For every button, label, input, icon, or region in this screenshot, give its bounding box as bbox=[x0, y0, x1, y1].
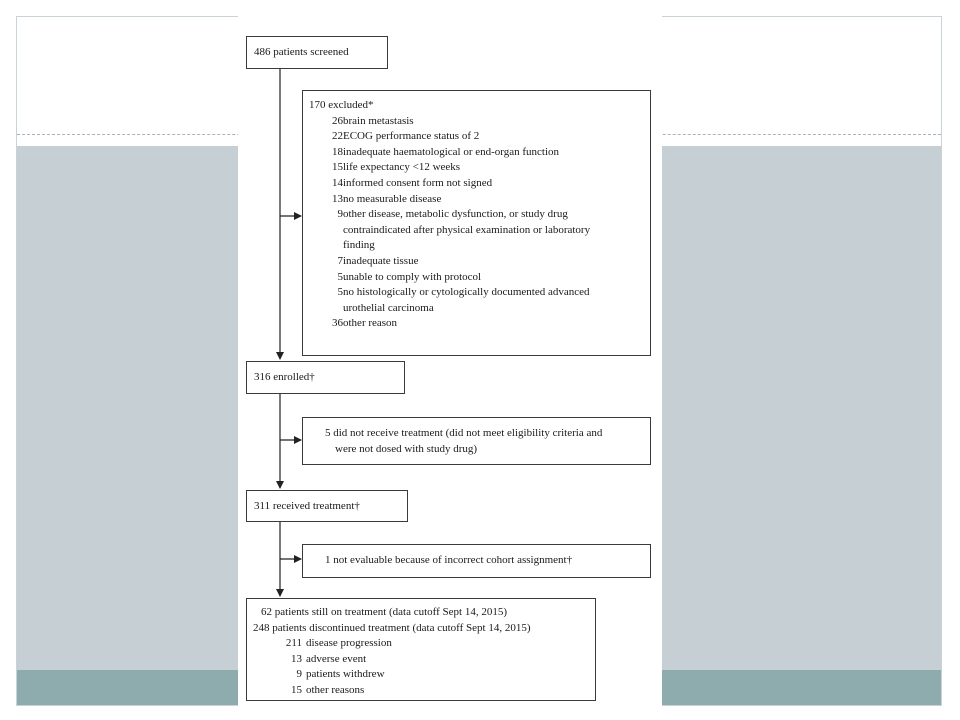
outcome-box: 62 patients still on treatment (data cut… bbox=[246, 598, 596, 701]
enrolled-count: 316 enrolled† bbox=[254, 371, 315, 383]
excluded-reason-text: brain metastasis bbox=[343, 114, 414, 127]
not-treated-line-2: were not dosed with study drug) bbox=[335, 442, 478, 455]
excluded-reason-count: 9 bbox=[337, 208, 344, 221]
consort-flowchart: 486 patients screened 170 excluded* 26br… bbox=[238, 16, 662, 706]
not-evaluable-text: 1 not evaluable because of incorrect coh… bbox=[325, 554, 573, 566]
discontinued-treatment: 248 patients discontinued treatment (dat… bbox=[253, 621, 531, 634]
excluded-reason-count: 7 bbox=[337, 254, 344, 267]
discontinuation-reason-item: 211 disease progression bbox=[253, 636, 589, 652]
excluded-reason-item: 15life expectancy <12 weeks bbox=[309, 160, 644, 176]
excluded-reason-item: 18inadequate haematological or end-organ… bbox=[309, 145, 644, 161]
excluded-reason-item: 14informed consent form not signed bbox=[309, 176, 644, 192]
excluded-reason-text: life expectancy <12 weeks bbox=[343, 161, 461, 174]
discontinuation-reason-count: 13 bbox=[291, 652, 302, 665]
not-evaluable-box: 1 not evaluable because of incorrect coh… bbox=[302, 544, 651, 578]
excluded-reason-count: 5 bbox=[337, 286, 344, 299]
not-treated-box: 5 did not receive treatment (did not mee… bbox=[302, 417, 651, 465]
discontinuation-reason-count: 9 bbox=[296, 668, 303, 681]
excluded-reason-text: inadequate tissue bbox=[343, 254, 419, 267]
excluded-reason-text: no histologically or cytologically docum… bbox=[343, 286, 590, 299]
excluded-reason-count: 14 bbox=[332, 176, 343, 189]
discontinuation-reason-text: other reasons bbox=[306, 683, 365, 696]
excluded-reason-item: 13no measurable disease bbox=[309, 192, 644, 208]
excluded-reason-text: ECOG performance status of 2 bbox=[343, 130, 480, 143]
flowchart-connectors bbox=[276, 69, 302, 597]
received-box: 311 received treatment† bbox=[246, 490, 408, 522]
excluded-reason-item: 7inadequate tissue bbox=[309, 254, 644, 270]
discontinuation-reason-text: patients withdrew bbox=[306, 668, 385, 681]
discontinuation-reason-item: 15 other reasons bbox=[253, 683, 589, 699]
excluded-reason-text: informed consent form not signed bbox=[343, 176, 493, 189]
excluded-reason-count: 18 bbox=[332, 145, 343, 158]
excluded-reason-item: 9other disease, metabolic dysfunction, o… bbox=[309, 207, 644, 223]
excluded-reason-item: 5unable to comply with protocol bbox=[309, 270, 644, 286]
excluded-reason-text: no measurable disease bbox=[343, 192, 442, 205]
received-count: 311 received treatment† bbox=[254, 500, 360, 512]
excluded-reason-continuation: finding bbox=[343, 239, 375, 252]
excluded-reason-count: 22 bbox=[332, 130, 343, 143]
screened-count: 486 patients screened bbox=[254, 46, 349, 58]
excluded-reason-count: 36 bbox=[332, 317, 343, 330]
excluded-reason-text: other reason bbox=[343, 317, 398, 330]
excluded-reason-text: unable to comply with protocol bbox=[343, 270, 482, 283]
excluded-reason-continuation: urothelial carcinoma bbox=[343, 301, 434, 314]
excluded-reason-item: 26brain metastasis bbox=[309, 114, 644, 130]
discontinuation-reason-item: 13 adverse event bbox=[253, 652, 589, 668]
excluded-reason-continuation: contraindicated after physical examinati… bbox=[343, 223, 591, 236]
excluded-reason-count: 13 bbox=[332, 192, 343, 205]
discontinuation-reason-text: disease progression bbox=[306, 637, 392, 650]
screened-box: 486 patients screened bbox=[246, 36, 388, 69]
discontinuation-reason-text: adverse event bbox=[306, 652, 367, 665]
excluded-reason-item: 22ECOG performance status of 2 bbox=[309, 129, 644, 145]
excluded-reason-item: 5no histologically or cytologically docu… bbox=[309, 285, 644, 301]
excluded-reason-count: 15 bbox=[332, 161, 343, 174]
excluded-reason-count: 5 bbox=[337, 270, 344, 283]
enrolled-box: 316 enrolled† bbox=[246, 361, 405, 394]
excluded-reason-text: other disease, metabolic dysfunction, or… bbox=[343, 208, 568, 221]
excluded-reason-item: 36other reason bbox=[309, 316, 644, 332]
discontinuation-reason-count: 211 bbox=[285, 637, 302, 650]
excluded-title: 170 excluded* bbox=[309, 99, 374, 111]
discontinuation-reason-count: 15 bbox=[291, 683, 302, 696]
not-treated-line-1: 5 did not receive treatment (did not mee… bbox=[325, 427, 603, 439]
excluded-reason-text: inadequate haematological or end-organ f… bbox=[343, 145, 560, 158]
excluded-reason-count: 26 bbox=[332, 114, 343, 127]
still-on-treatment: 62 patients still on treatment (data cut… bbox=[261, 606, 508, 618]
